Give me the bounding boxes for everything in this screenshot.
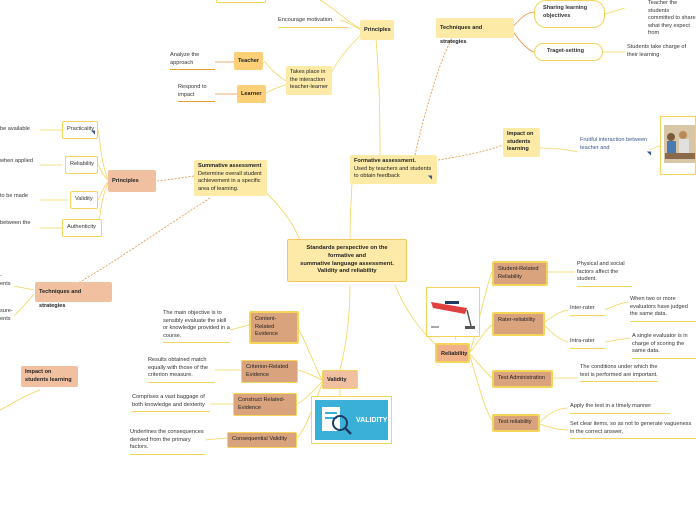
formative-assessment-node[interactable]: Formative assessment. Used by teachers a… xyxy=(350,155,437,184)
teacher-desc: Analyze the approach xyxy=(170,52,215,71)
validity-principle-label: Validity xyxy=(75,196,93,202)
reliability-node[interactable]: Reliability xyxy=(435,343,470,363)
authenticity-label: Authenticity xyxy=(67,224,96,230)
learner-desc: Respond to impact xyxy=(178,84,215,103)
formative-desc: Used by teachers and students to obtain … xyxy=(354,165,432,180)
test-reliability-node[interactable]: Test reliability xyxy=(492,414,540,432)
validity-desc: to be made xyxy=(0,193,28,199)
student-reliability-label: Student-Related Reliability xyxy=(498,266,539,280)
inter-rater-label: Inter-rater xyxy=(570,305,605,316)
summative-impact-label: Impact on students learning xyxy=(25,369,72,383)
formative-title: Formative assessment. xyxy=(354,158,416,164)
target-setting-node[interactable]: Traget-setting xyxy=(534,43,603,61)
summative-title: Summative assessment xyxy=(198,163,262,169)
formative-impact-desc: Fruitful interaction between teacher and xyxy=(580,137,648,151)
learner-label: Learner xyxy=(241,91,262,97)
criterion-evidence-node[interactable]: Criterion-Related Evidence xyxy=(241,360,298,384)
validity-node[interactable]: Validity xyxy=(322,370,358,389)
practicality-label: Practicality xyxy=(67,126,95,132)
validity-image-text: VALIDITY xyxy=(356,417,388,424)
reliability-scale-icon xyxy=(431,301,475,329)
consequential-validity-label: Consequential Validity xyxy=(232,436,287,442)
criterion-evidence-label: Criterion-Related Evidence xyxy=(246,364,289,378)
summative-technique-1-line2: ents xyxy=(0,281,11,287)
criterion-evidence-desc: Results obtained match equally with thos… xyxy=(148,357,215,383)
authenticity-desc: between the xyxy=(0,220,31,226)
teacher-node[interactable]: Teacher xyxy=(234,52,263,70)
sharing-objectives-node[interactable]: Sharing learning objectives xyxy=(534,0,605,28)
summative-techniques-node[interactable]: Techniques and strategies xyxy=(35,282,112,309)
rater-reliability-node[interactable]: Rater-reliability xyxy=(492,312,545,336)
content-evidence-desc: The main objective is to sensibly evalua… xyxy=(163,310,230,344)
practicality-node[interactable]: Practicality xyxy=(62,121,98,139)
student-reliability-desc: Physical and social factors affect the s… xyxy=(577,261,632,287)
reliability-principle-node[interactable]: Reliability xyxy=(65,156,98,174)
inter-rater-desc: When two or more evaluators have judged … xyxy=(630,296,696,322)
formative-techniques-node[interactable]: Techniques and strategies xyxy=(436,18,514,45)
central-topic-line1: Standards perspective on the formative a… xyxy=(306,245,388,259)
formative-impact-node[interactable]: Impact on students learning xyxy=(503,128,540,157)
target-setting-label: Traget-setting xyxy=(547,48,584,54)
formative-impact-label: Impact on students learning xyxy=(507,131,534,153)
summative-desc: Determine overall student achievement in… xyxy=(198,170,262,192)
reliability-desc: when applied xyxy=(0,158,33,164)
reliability-principle-label: Reliability xyxy=(70,161,94,167)
construct-evidence-node[interactable]: Construct Related-Evidence xyxy=(233,393,297,417)
reliability-image xyxy=(426,287,480,337)
authenticity-node[interactable]: Authenticity xyxy=(62,219,102,237)
formative-principles-node[interactable]: Principles xyxy=(360,20,394,40)
central-topic-line3: Validity and reliability xyxy=(317,268,377,275)
formative-principles-label: Principles xyxy=(364,27,391,33)
classroom-photo xyxy=(660,116,696,175)
validity-label: Validity xyxy=(327,377,347,383)
magnifier-icon xyxy=(322,407,352,435)
takes-place-text: Takes place in the interaction teacher-l… xyxy=(290,69,328,91)
encourage-motivation-text: Encourage motivation. xyxy=(278,17,348,28)
learner-node[interactable]: Learner xyxy=(237,85,266,103)
sharing-objectives-label: Sharing learning objectives xyxy=(543,5,588,19)
content-evidence-label: Content-Related Evidence xyxy=(255,316,279,338)
central-topic-line2: summative language assessment. xyxy=(300,260,394,267)
test-administration-label: Test Administration xyxy=(498,375,545,381)
content-evidence-node[interactable]: Content-Related Evidence xyxy=(249,311,299,344)
summative-principles-node[interactable]: Principles xyxy=(108,170,156,192)
test-administration-desc: The conditions under which the test is p… xyxy=(580,364,658,383)
validity-principle-node[interactable]: Validity xyxy=(70,191,98,209)
student-reliability-node[interactable]: Student-Related Reliability xyxy=(492,261,548,287)
reliability-label: Reliability xyxy=(441,351,468,357)
central-topic[interactable]: Standards perspective on the formative a… xyxy=(287,239,407,283)
takes-place-node[interactable]: Takes place in the interaction teacher-l… xyxy=(286,66,332,95)
consequential-validity-desc: Underlines the consequences derived from… xyxy=(130,429,205,455)
construct-evidence-label: Construct Related-Evidence xyxy=(238,397,285,411)
sharing-objectives-desc: Teacher the students committed to share … xyxy=(648,0,696,37)
test-reliability-label: Test reliability xyxy=(498,419,532,425)
consequential-validity-node[interactable]: Consequential Validity xyxy=(227,432,297,448)
teacher-label: Teacher xyxy=(238,58,260,64)
summative-assessment-node[interactable]: Summative assessment Determine overall s… xyxy=(194,160,267,197)
formative-principles-top-box[interactable] xyxy=(216,0,266,3)
test-reliability-desc-1: Apply the test in a timely manner xyxy=(570,403,670,414)
summative-technique-2-line2: ents xyxy=(0,316,11,322)
intra-rater-desc: A single evaluator is in charge of scori… xyxy=(632,333,696,359)
test-administration-node[interactable]: Test Administration xyxy=(492,370,553,388)
construct-evidence-desc: Comprises a vast baggage of both knowled… xyxy=(132,394,210,413)
formative-techniques-label: Techniques and strategies xyxy=(440,25,483,45)
classroom-photo-icon xyxy=(664,125,696,163)
validity-image: VALIDITY xyxy=(311,396,392,444)
rater-reliability-label: Rater-reliability xyxy=(498,317,536,323)
summative-impact-node[interactable]: Impact on students learning xyxy=(21,366,78,388)
summative-principles-label: Principles xyxy=(112,178,139,184)
practicality-desc: be available xyxy=(0,126,30,132)
target-setting-desc: Students take charge of their learning xyxy=(627,44,687,58)
summative-technique-2-line1: sure- xyxy=(0,308,13,314)
intra-rater-label: Intra-rater xyxy=(570,338,605,349)
summative-technique-1-line1: - xyxy=(0,273,2,279)
test-reliability-desc-2: Set clear items, so as not to generate v… xyxy=(570,421,696,440)
summative-techniques-label: Techniques and strategies xyxy=(39,289,82,309)
